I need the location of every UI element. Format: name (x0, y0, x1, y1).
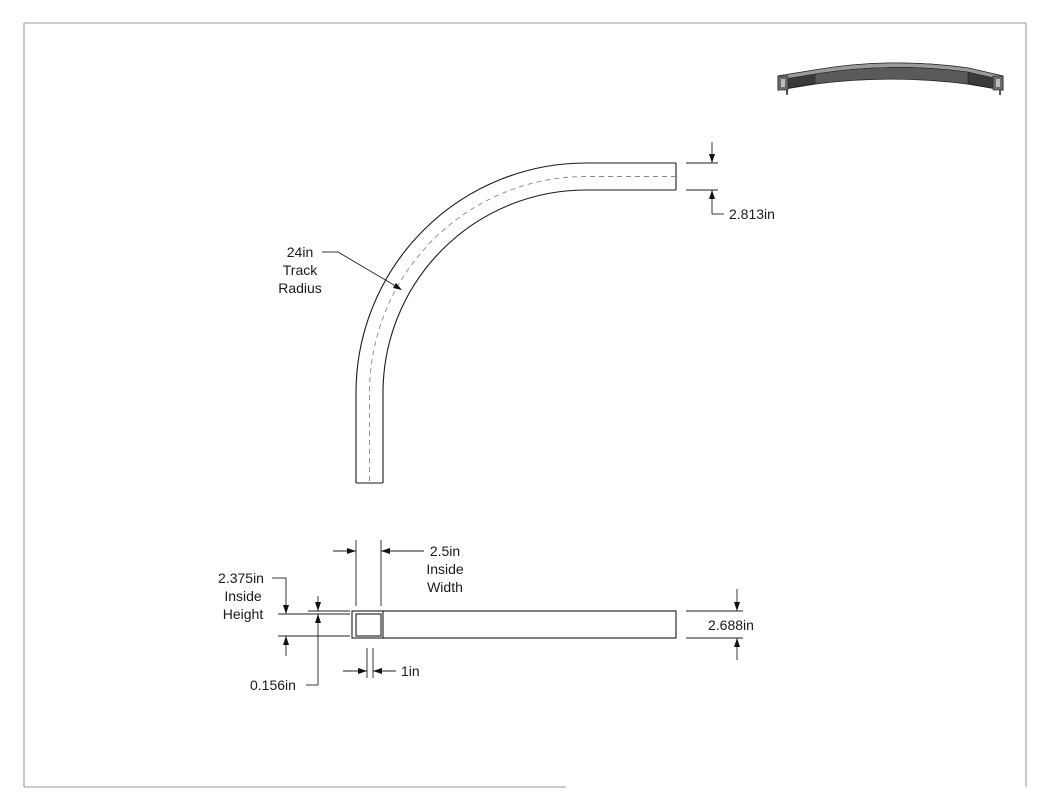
lip-label: 1in (401, 663, 420, 679)
track-radius-word-radius: Radius (278, 280, 322, 296)
wall-thickness-label: 0.156in (250, 677, 296, 693)
end-width-dimension (686, 142, 724, 215)
track-radius-leader (322, 251, 402, 290)
track-radius-word-track: Track (283, 262, 318, 278)
inside-width-word-inside: Inside (426, 561, 464, 577)
sheet-border (23, 22, 1027, 788)
curved-track-top-view (355, 162, 677, 484)
inside-height-word-inside: Inside (224, 588, 262, 604)
track-radius-value: 24in (287, 244, 313, 260)
wall-thickness-dimension (306, 596, 350, 686)
outer-height-label: 2.688in (708, 617, 754, 633)
inside-width-dimension (333, 540, 424, 606)
outer-height-dimension (686, 589, 743, 660)
inside-width-word-width: Width (427, 579, 463, 595)
inside-width-value: 2.5in (430, 543, 460, 559)
end-width-label: 2.813in (729, 206, 775, 222)
track-side-section-view (351, 610, 677, 639)
inside-height-word-height: Height (223, 606, 264, 622)
isometric-thumbnail (777, 62, 1004, 95)
inside-height-value: 2.375in (218, 570, 264, 586)
lip-dimension (343, 648, 396, 678)
inside-height-dimension (272, 577, 350, 656)
